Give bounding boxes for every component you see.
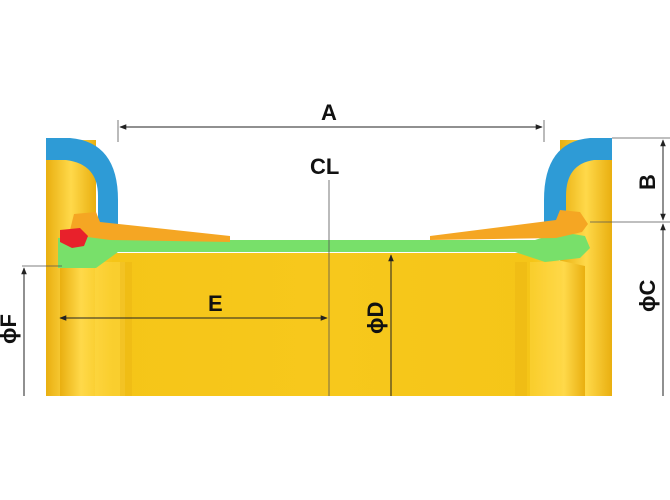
label-cl: CL <box>310 154 339 179</box>
label-f: ϕF <box>0 314 21 344</box>
label-a: A <box>321 100 337 125</box>
label-c: ϕC <box>635 280 660 312</box>
dimension-a <box>117 120 545 142</box>
pipe-body <box>60 253 585 396</box>
lock-wedge-left <box>70 212 230 242</box>
gasket-left <box>46 138 118 224</box>
dimension-f <box>21 265 62 396</box>
label-d: ϕD <box>363 302 388 334</box>
dimension-b <box>590 137 670 223</box>
gasket-right <box>544 138 612 222</box>
label-b: B <box>635 174 660 190</box>
red-seal <box>60 228 88 248</box>
label-e: E <box>208 291 223 316</box>
lock-wedge-right <box>430 210 588 240</box>
